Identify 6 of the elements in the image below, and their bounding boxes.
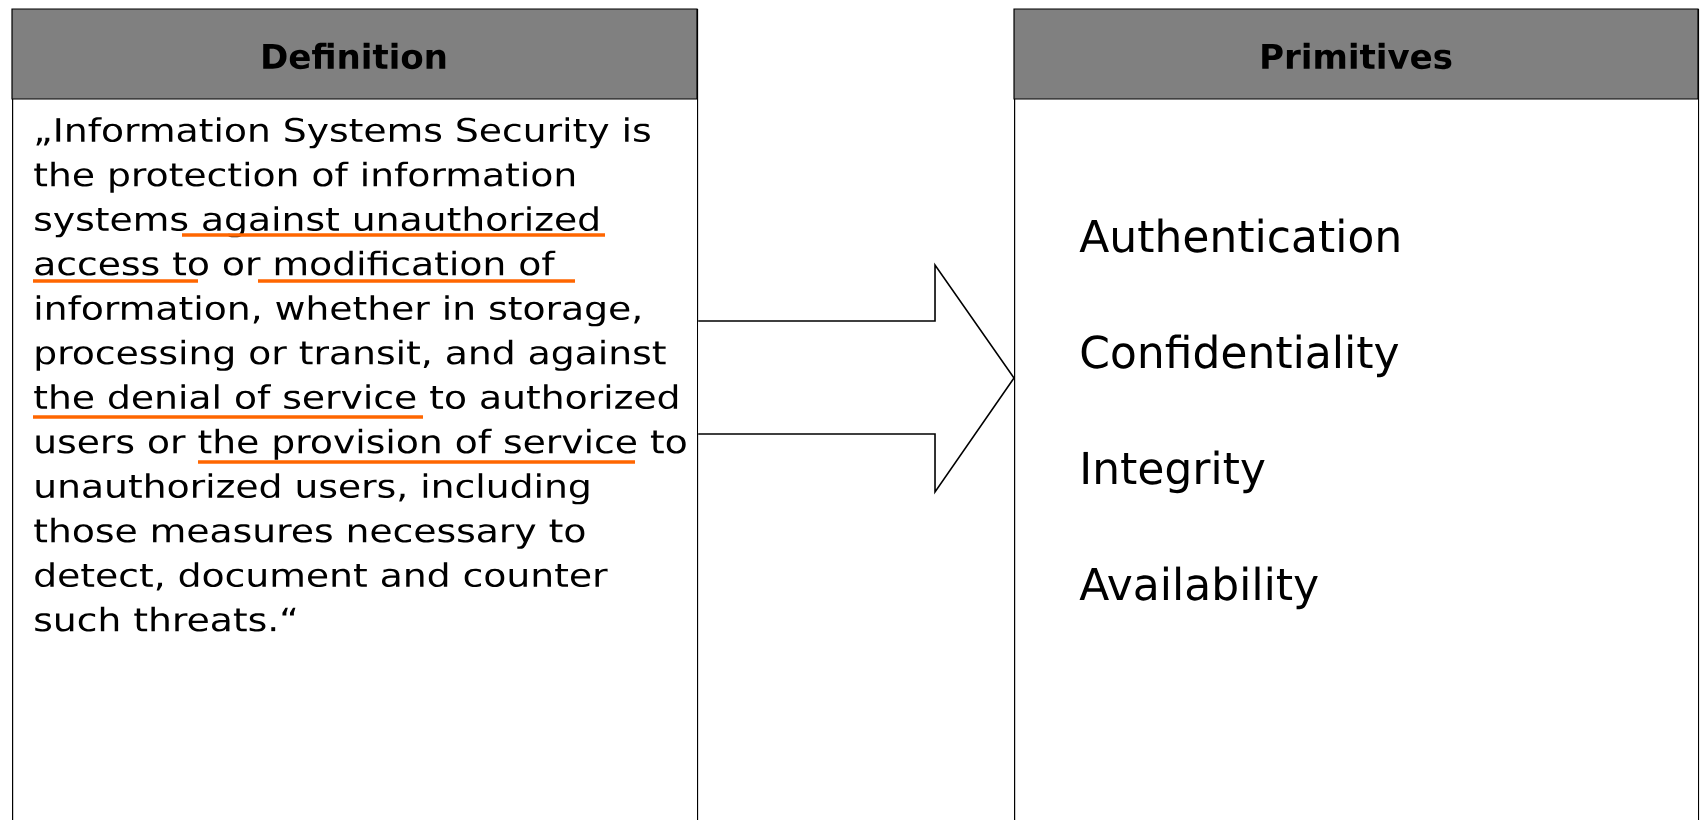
block-arrow [697, 262, 1015, 495]
primitive-item: Integrity [1083, 450, 1265, 494]
definition-text: „Information Systems Security is the protection of information systems against unauthorized access to or modification of information, whether in storage, processing or transit, and against the denial of service to authorized users or the provision of service to unauthorized users, including those measures necessary to detect, document and counter such threats.“ [34, 117, 686, 632]
primitive-item: Authentication [1079, 218, 1399, 253]
primitive-item: Confidentiality [1081, 334, 1399, 378]
primitive-item: Availability [1079, 566, 1318, 610]
